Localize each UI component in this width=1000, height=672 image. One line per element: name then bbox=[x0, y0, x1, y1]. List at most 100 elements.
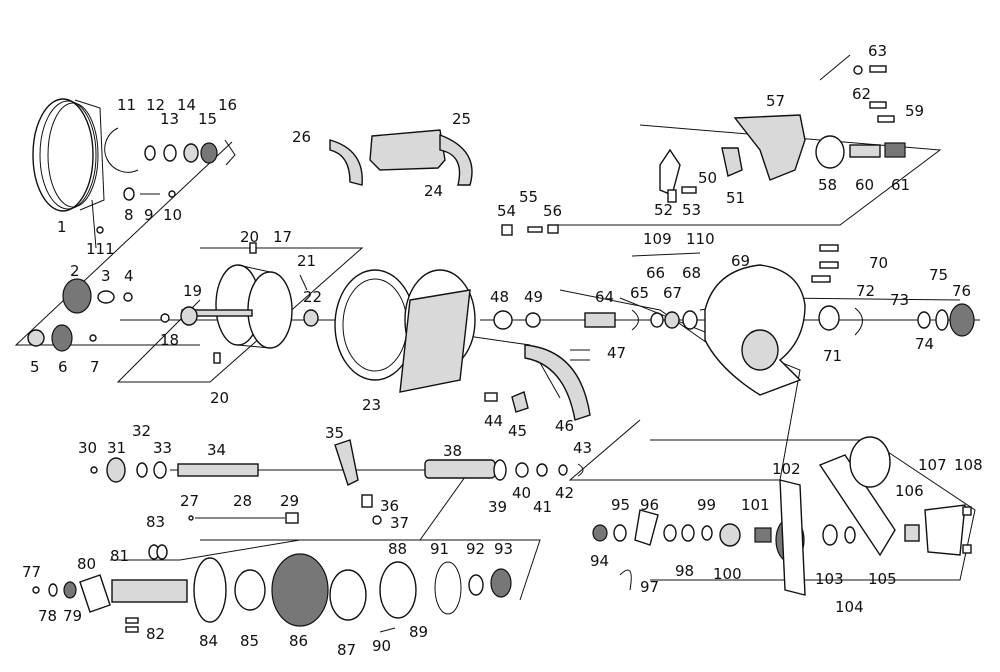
part-label: 53 bbox=[682, 201, 701, 219]
line-guide-tube bbox=[424, 459, 496, 479]
part-label: 47 bbox=[607, 344, 626, 362]
part-label: 14 bbox=[177, 96, 196, 114]
part-label: 80 bbox=[77, 555, 96, 573]
part-label: 51 bbox=[726, 189, 745, 207]
part-label: 60 bbox=[855, 176, 874, 194]
part-label: 110 bbox=[686, 230, 715, 248]
part-label: 17 bbox=[273, 228, 292, 246]
part-label: 54 bbox=[497, 202, 516, 220]
part-label: 67 bbox=[663, 284, 682, 302]
part-label: 98 bbox=[675, 562, 694, 580]
part-label: 22 bbox=[303, 288, 322, 306]
part-label: 86 bbox=[289, 632, 308, 650]
part-label: 45 bbox=[508, 422, 527, 440]
part-label: 73 bbox=[890, 291, 909, 309]
part-label: 65 bbox=[630, 284, 649, 302]
part-label: 20 bbox=[210, 389, 229, 407]
part-label: 10 bbox=[163, 206, 182, 224]
star-drag bbox=[949, 303, 975, 337]
part-label: 76 bbox=[952, 282, 971, 300]
worm-shaft bbox=[177, 463, 259, 477]
ratchet-84 bbox=[193, 557, 227, 623]
part-label: 69 bbox=[731, 252, 750, 270]
part-label: 37 bbox=[390, 514, 409, 532]
part-label: 104 bbox=[835, 598, 864, 616]
part-label: 32 bbox=[132, 422, 151, 440]
part-label: 49 bbox=[524, 288, 543, 306]
thumb-bar bbox=[369, 129, 446, 171]
part-label: 48 bbox=[490, 288, 509, 306]
part-label: 9 bbox=[144, 206, 154, 224]
part-label: 42 bbox=[555, 484, 574, 502]
part-label: 28 bbox=[233, 492, 252, 510]
part-label: 90 bbox=[372, 637, 391, 655]
part-label: 8 bbox=[124, 206, 134, 224]
part-label: 74 bbox=[915, 335, 934, 353]
part-label: 1 bbox=[57, 218, 67, 236]
part-label: 94 bbox=[590, 552, 609, 570]
part-label: 13 bbox=[160, 110, 179, 128]
part-label: 40 bbox=[512, 484, 531, 502]
part-label: 12 bbox=[146, 96, 165, 114]
part-label: 101 bbox=[741, 496, 770, 514]
part-label: 25 bbox=[452, 110, 471, 128]
part-label: 43 bbox=[573, 439, 592, 457]
part-label: 102 bbox=[772, 460, 801, 478]
part-label: 84 bbox=[199, 632, 218, 650]
part-label: 5 bbox=[30, 358, 40, 376]
part-label: 24 bbox=[424, 182, 443, 200]
part-label: 26 bbox=[292, 128, 311, 146]
part-label: 58 bbox=[818, 176, 837, 194]
part-label: 30 bbox=[78, 439, 97, 457]
part-label: 36 bbox=[380, 497, 399, 515]
part-label: 78 bbox=[38, 607, 57, 625]
part-label: 55 bbox=[519, 188, 538, 206]
part-label: 93 bbox=[494, 540, 513, 558]
part-label: 111 bbox=[86, 240, 115, 258]
part-label: 100 bbox=[713, 565, 742, 583]
part-label: 59 bbox=[905, 102, 924, 120]
part-label: 20 bbox=[240, 228, 259, 246]
part-label: 68 bbox=[682, 264, 701, 282]
part-label: 95 bbox=[611, 496, 630, 514]
level-wind-guide bbox=[524, 344, 591, 421]
part-label: 23 bbox=[362, 396, 381, 414]
part-label: 79 bbox=[63, 607, 82, 625]
part-label: 70 bbox=[869, 254, 888, 272]
part-label: 50 bbox=[698, 169, 717, 187]
part-label: 97 bbox=[640, 578, 659, 596]
side-plate-ring bbox=[32, 98, 94, 212]
part-label: 66 bbox=[646, 264, 665, 282]
part-label: 52 bbox=[654, 201, 673, 219]
part-label: 18 bbox=[160, 331, 179, 349]
main-shaft bbox=[111, 579, 188, 603]
part-label: 2 bbox=[70, 262, 80, 280]
part-label: 6 bbox=[58, 358, 68, 376]
part-label: 71 bbox=[823, 347, 842, 365]
part-label: 16 bbox=[218, 96, 237, 114]
part-label: 39 bbox=[488, 498, 507, 516]
part-label: 87 bbox=[337, 641, 356, 659]
part-label: 105 bbox=[868, 570, 897, 588]
part-label: 103 bbox=[815, 570, 844, 588]
part-labels: 1 2 3 4 5 6 7 8 9 10 11 12 13 14 15 16 1… bbox=[22, 42, 983, 659]
shaft-64 bbox=[584, 312, 616, 328]
parts bbox=[27, 65, 975, 633]
part-label: 64 bbox=[595, 288, 614, 306]
part-label: 99 bbox=[697, 496, 716, 514]
part-label: 82 bbox=[146, 625, 165, 643]
brake-housing bbox=[733, 114, 806, 181]
part-label: 85 bbox=[240, 632, 259, 650]
part-label: 75 bbox=[929, 266, 948, 284]
clip-ring bbox=[104, 127, 139, 173]
part-label: 107 bbox=[918, 456, 947, 474]
part-label: 56 bbox=[543, 202, 562, 220]
part-label: 41 bbox=[533, 498, 552, 516]
part-label: 3 bbox=[101, 267, 111, 285]
part-label: 106 bbox=[895, 482, 924, 500]
part-label: 88 bbox=[388, 540, 407, 558]
part-label: 15 bbox=[198, 110, 217, 128]
part-label: 57 bbox=[766, 92, 785, 110]
part-label: 62 bbox=[852, 85, 871, 103]
